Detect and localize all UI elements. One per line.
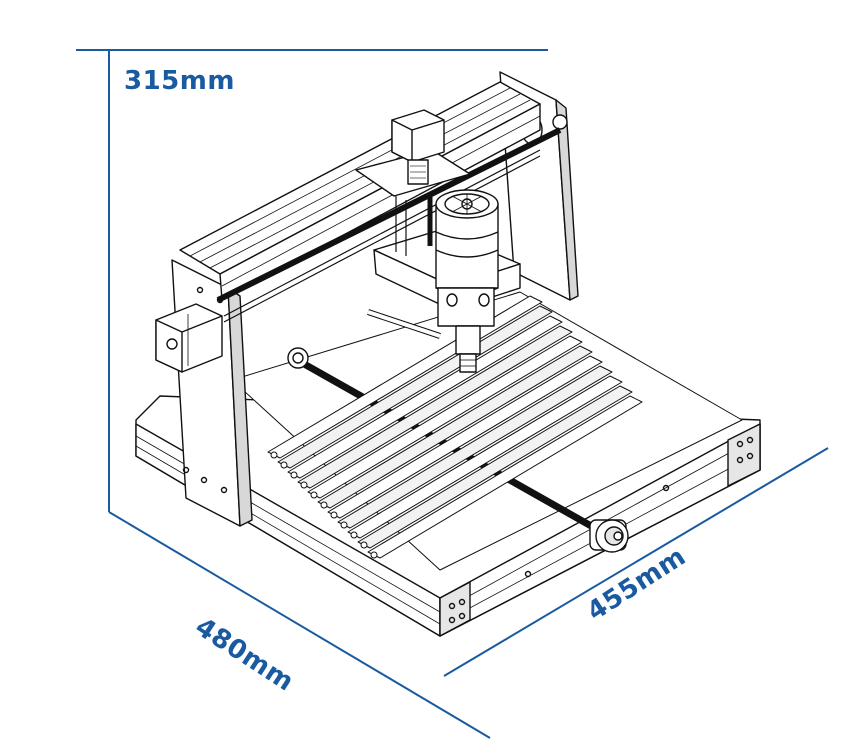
extrusion-end-slot — [280, 461, 288, 469]
x-lead-screw — [216, 127, 562, 303]
z-stepper-motor — [391, 109, 445, 185]
machine — [135, 71, 761, 637]
extrusion-end-slot — [330, 511, 338, 519]
width-line — [443, 447, 829, 677]
extrusion-end-slot — [310, 491, 318, 499]
length-line — [108, 511, 491, 739]
corner-plate — [439, 581, 471, 637]
extrusion-end-slot — [370, 551, 378, 559]
spindle-motor — [435, 189, 499, 373]
extrusion-end-slot — [290, 471, 298, 479]
front-handwheel — [589, 519, 629, 553]
extrusion-end-slot — [300, 481, 308, 489]
extrusion-end-slot — [340, 521, 348, 529]
extrusion-end-slot — [350, 531, 358, 539]
height-dimension-label: 315mm — [124, 66, 235, 96]
extrusion-end-slot — [270, 451, 278, 459]
work-table — [267, 295, 643, 559]
dimension-lines — [76, 49, 829, 739]
extrusion-end-slot — [320, 501, 328, 509]
extrusion-end-slot — [360, 541, 368, 549]
x-stepper-motor — [155, 303, 223, 373]
